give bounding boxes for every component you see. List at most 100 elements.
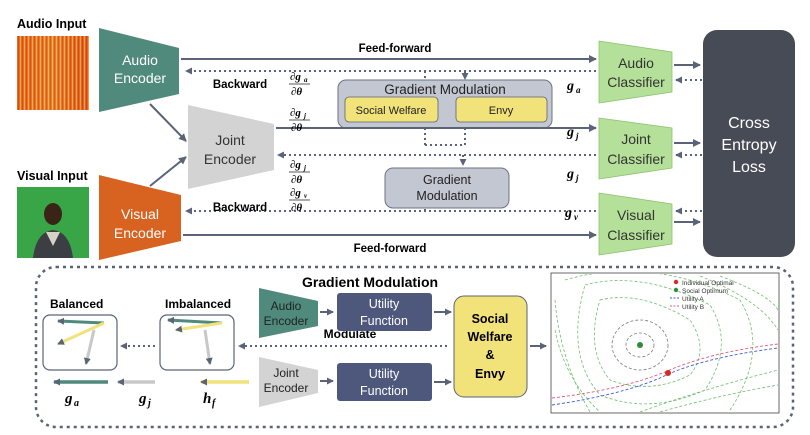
plot-legend-individual: Individual Optimal xyxy=(682,280,734,287)
visual-encoder-line2: Encoder xyxy=(114,225,166,241)
plot-legend-utility-b: Utility B xyxy=(682,304,704,311)
svg-text:a: a xyxy=(74,398,79,409)
envy-label: Envy xyxy=(489,105,514,117)
audio-classifier xyxy=(598,40,673,104)
visual-to-joint-arrow xyxy=(149,156,187,187)
backward-top-label: Backward xyxy=(213,79,267,91)
svg-text:j: j xyxy=(574,131,579,141)
joint-classifier xyxy=(598,117,673,180)
utility-function-1 xyxy=(337,293,432,331)
vector-g-a-label: g a xyxy=(64,391,79,409)
svg-text:∂g: ∂g xyxy=(290,159,301,171)
utility-2-line2: Function xyxy=(360,384,408,398)
svg-text:∂θ: ∂θ xyxy=(291,122,302,134)
audio-encoder-line2: Encoder xyxy=(114,70,166,86)
joint-classifier-line2: Classifier xyxy=(607,151,665,167)
gradient-modulation-mid xyxy=(384,167,510,209)
svg-text:a: a xyxy=(304,76,308,84)
plot-legend-utility-a: Utility A xyxy=(682,296,704,303)
plot-legend-social: Social Optimum xyxy=(682,288,728,295)
backward-bottom-label: Backward xyxy=(213,202,267,214)
svg-text:j: j xyxy=(303,164,306,172)
audio-encoder xyxy=(99,28,179,112)
panel-audio-encoder-line1: Audio xyxy=(271,299,302,313)
cross-entropy-loss xyxy=(703,30,795,257)
svg-text:g: g xyxy=(566,125,574,140)
svg-text:j: j xyxy=(574,173,579,183)
sw-envy-line1: Social xyxy=(472,312,509,326)
svg-text:g: g xyxy=(564,206,572,221)
partial-v: ∂g v ∂θ xyxy=(289,187,310,214)
social-welfare-label: Social Welfare xyxy=(356,105,427,117)
svg-text:g: g xyxy=(566,79,574,94)
svg-text:∂θ: ∂θ xyxy=(291,174,302,186)
gradient-g-a: g a xyxy=(566,79,581,95)
audio-to-joint-arrow xyxy=(149,103,187,142)
vector-g-j-label: g j xyxy=(138,391,151,409)
vector-h-f-label: h f xyxy=(203,391,217,409)
svg-text:v: v xyxy=(574,212,579,222)
loss-line2: Entropy xyxy=(721,137,776,154)
partial-j-upper: ∂g j ∂θ xyxy=(289,107,310,134)
partial-j-lower: ∂g j ∂θ xyxy=(289,159,310,186)
visual-input-image xyxy=(17,187,89,258)
balanced-box xyxy=(42,314,118,371)
loss-line1: Cross xyxy=(728,115,770,132)
joint-encoder xyxy=(188,105,274,189)
utility-function-2 xyxy=(337,363,432,401)
svg-text:a: a xyxy=(576,85,581,95)
gradient-modulation-mid-line1: Gradient xyxy=(423,173,471,187)
svg-text:∂θ: ∂θ xyxy=(291,86,302,98)
social-welfare-box xyxy=(344,96,439,123)
panel-audio-encoder-line2: Encoder xyxy=(264,314,309,328)
joint-encoder-line2: Encoder xyxy=(204,151,256,167)
visual-encoder xyxy=(99,175,181,260)
visual-classifier-line1: Visual xyxy=(617,207,655,223)
svg-text:j: j xyxy=(303,112,306,120)
sw-envy-line4: Envy xyxy=(475,367,505,381)
loss-line3: Loss xyxy=(732,159,766,176)
imbalanced-box xyxy=(159,314,235,371)
audio-classifier-line1: Audio xyxy=(618,55,654,71)
audio-input-label: Audio Input xyxy=(17,17,87,31)
balanced-label: Balanced xyxy=(50,297,103,311)
envy-box xyxy=(455,96,548,123)
visual-encoder-line1: Visual xyxy=(121,206,159,222)
gradient-g-v: g v xyxy=(564,206,579,222)
sw-envy-line2: Welfare xyxy=(468,330,513,344)
svg-text:∂g: ∂g xyxy=(290,107,301,119)
partial-a: ∂g a ∂θ xyxy=(289,71,310,98)
svg-text:∂θ: ∂θ xyxy=(291,202,302,214)
utility-1-line2: Function xyxy=(360,314,408,328)
gradient-g-j-upper: g j xyxy=(566,125,579,141)
contour-plot: Individual Optimal Social Optimum Utilit… xyxy=(550,272,780,414)
svg-text:f: f xyxy=(212,398,217,409)
sw-envy-line3: & xyxy=(485,348,494,362)
svg-text:∂g: ∂g xyxy=(290,187,301,199)
bottom-panel-title: Gradient Modulation xyxy=(302,274,438,290)
svg-text:v: v xyxy=(304,192,308,200)
visual-classifier-line2: Classifier xyxy=(607,227,665,243)
panel-audio-encoder xyxy=(259,288,318,338)
imbalanced-label: Imbalanced xyxy=(165,297,231,311)
svg-text:g: g xyxy=(566,167,574,182)
social-welfare-envy-box xyxy=(453,295,528,398)
svg-text:j: j xyxy=(146,398,151,409)
audio-classifier-line2: Classifier xyxy=(607,74,665,90)
feed-forward-top-label: Feed-forward xyxy=(359,43,432,55)
visual-classifier xyxy=(598,192,673,256)
svg-text:g: g xyxy=(138,391,147,407)
feed-forward-bottom-label: Feed-forward xyxy=(354,243,427,255)
gradient-g-j-lower: g j xyxy=(566,167,579,183)
panel-joint-encoder-line2: Encoder xyxy=(264,381,309,395)
joint-encoder-line1: Joint xyxy=(215,132,245,148)
gradient-modulation-top-title: Gradient Modulation xyxy=(384,82,506,97)
utility-1-line1: Utility xyxy=(369,297,400,311)
panel-joint-encoder xyxy=(259,357,318,407)
visual-input-label: Visual Input xyxy=(17,169,88,183)
gradient-modulation-mid-line2: Modulation xyxy=(416,189,477,203)
joint-classifier-line1: Joint xyxy=(621,131,651,147)
audio-encoder-line1: Audio xyxy=(122,52,158,68)
panel-joint-encoder-line1: Joint xyxy=(273,366,299,380)
